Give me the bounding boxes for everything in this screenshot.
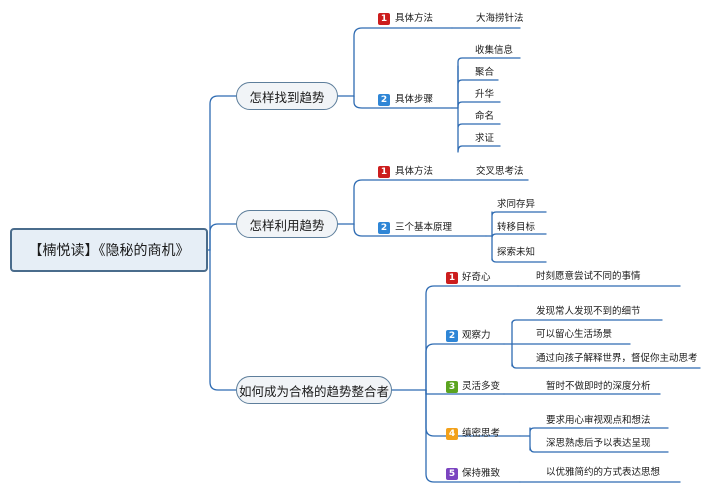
- subtopic-method[interactable]: 具体方法: [395, 166, 434, 177]
- subtopic-curiosity[interactable]: 好奇心: [462, 272, 491, 283]
- link-b1-method: [337, 27, 453, 97]
- priority-5-icon: 5: [446, 468, 458, 480]
- priority-4-icon: 4: [446, 428, 458, 440]
- link-b3-elegant: [425, 389, 521, 483]
- link-b2-principles-items: [485, 211, 547, 263]
- branch-find-trend-label: 怎样找到趋势: [249, 89, 325, 105]
- branch-use-trend[interactable]: 怎样利用趋势: [236, 210, 338, 238]
- branch-find-trend[interactable]: 怎样找到趋势: [236, 82, 338, 110]
- item-life-scenes[interactable]: 可以留心生活场景: [536, 329, 613, 340]
- item-try-different[interactable]: 时刻愿意尝试不同的事情: [536, 271, 641, 282]
- link-root-branch-2: [209, 223, 237, 251]
- item-notice-details[interactable]: 发现常人发现不到的细节: [536, 306, 641, 317]
- item-express-after-thought[interactable]: 深思熟虑后予以表达呈现: [546, 438, 651, 449]
- branch-use-trend-label: 怎样利用趋势: [249, 217, 325, 233]
- link-b3-curious: [391, 285, 519, 391]
- subtopic-method[interactable]: 具体方法: [395, 13, 434, 24]
- priority-1-icon: 1: [378, 13, 390, 25]
- item-elevate[interactable]: 升华: [475, 89, 495, 100]
- link-root-branch-1: [207, 95, 237, 251]
- item-elegant-expression[interactable]: 以优雅简约的方式表达思想: [546, 467, 661, 478]
- subtopic-observation[interactable]: 观察力: [462, 330, 491, 341]
- priority-2-icon: 2: [378, 94, 390, 106]
- item-verify[interactable]: 求证: [475, 133, 495, 144]
- branch-become-integrator-label: 如何成为合格的趋势整合者: [239, 383, 390, 399]
- link-b2-method: [337, 179, 453, 225]
- root-topic[interactable]: 【楠悦读】《隐秘的商机》: [10, 228, 208, 272]
- item-needle-method[interactable]: 大海捞针法: [476, 13, 524, 24]
- item-naming[interactable]: 命名: [475, 111, 495, 122]
- subtopic-three-principles[interactable]: 三个基本原理: [395, 222, 453, 233]
- subtopic-steps[interactable]: 具体步骤: [395, 94, 434, 105]
- item-explore-unknown[interactable]: 探索未知: [497, 247, 536, 258]
- item-shift-target[interactable]: 转移目标: [497, 222, 536, 233]
- subtopic-careful-thinking[interactable]: 缜密思考: [462, 428, 501, 439]
- item-seek-common[interactable]: 求同存异: [497, 199, 536, 210]
- link-root-branch-3: [209, 249, 237, 391]
- root-topic-label: 【楠悦读】《隐秘的商机》: [28, 243, 190, 259]
- priority-3-icon: 3: [446, 381, 458, 393]
- item-no-instant-analysis[interactable]: 暂时不做即时的深度分析: [546, 381, 651, 392]
- item-examine-views[interactable]: 要求用心审视观点和想法: [546, 415, 651, 426]
- link-b3-careful-items: [519, 427, 669, 453]
- link-b3-observe: [425, 343, 505, 391]
- priority-2-icon: 2: [446, 330, 458, 342]
- link-b3-observe-items: [503, 319, 701, 369]
- branch-become-integrator[interactable]: 如何成为合格的趋势整合者: [236, 376, 392, 404]
- priority-1-icon: 1: [446, 272, 458, 284]
- item-explain-to-kids[interactable]: 通过向孩子解释世界，督促你主动思考: [536, 353, 698, 364]
- priority-1-icon: 1: [378, 166, 390, 178]
- item-aggregate[interactable]: 聚合: [475, 67, 495, 78]
- item-cross-thinking[interactable]: 交叉思考法: [476, 166, 524, 177]
- subtopic-flexibility[interactable]: 灵活多变: [462, 381, 501, 392]
- subtopic-elegance[interactable]: 保持雅致: [462, 468, 501, 479]
- item-collect-info[interactable]: 收集信息: [475, 45, 514, 56]
- link-b2-principles: [353, 223, 487, 237]
- link-b1-steps: [353, 95, 453, 109]
- priority-2-icon: 2: [378, 222, 390, 234]
